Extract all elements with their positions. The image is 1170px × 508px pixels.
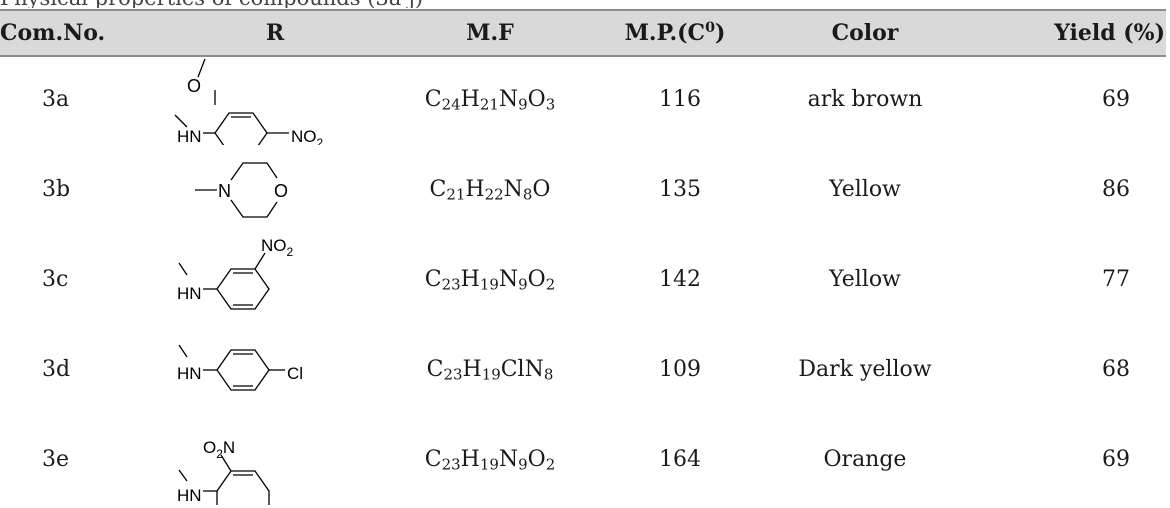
table-row: 3b N O C21H22N8O 135 Yellow 86 <box>0 145 1170 235</box>
compound-number: 3d <box>42 357 71 382</box>
molecular-formula: C21H22N8O <box>429 177 551 204</box>
table-caption: Physical properties of compounds (3a-j) <box>0 0 1170 8</box>
header-com-no: Com.No. <box>0 20 106 46</box>
color-value: Dark yellow <box>798 357 932 382</box>
header-yield: Yield (%) <box>1054 20 1165 46</box>
compound-number: 3a <box>42 87 70 112</box>
label-o2n: O2N <box>203 438 235 461</box>
molecular-formula: C23H19N9O2 <box>424 267 556 294</box>
melting-point: 135 <box>659 177 701 202</box>
structure-3b-drawing: N O <box>195 162 288 218</box>
structure-3a-drawing: O HN NO2 <box>174 58 324 145</box>
table-row: 3c HN NO2 C23H19N9O2 142 Yellow 77 <box>0 235 1170 325</box>
table-row: 3e HN O2N C23H19N9O2 164 Orange 69 <box>0 415 1170 505</box>
header-mp-sup: 0 <box>705 20 716 37</box>
label-o: O <box>274 181 288 201</box>
color-value: Orange <box>823 447 907 472</box>
label-no2: NO2 <box>291 127 324 145</box>
table-row: 3a O HN NO2 C24H21N9O3 116 ark brown 69 <box>0 55 1170 145</box>
yield-value: 68 <box>1102 357 1130 382</box>
melting-point: 109 <box>659 357 701 382</box>
molecular-formula: C23H19ClN8 <box>426 357 554 384</box>
molecular-formula: C24H21N9O3 <box>424 87 556 114</box>
molecular-formula: C23H19N9O2 <box>424 447 556 474</box>
compound-number: 3b <box>42 177 71 202</box>
header-mf: M.F <box>466 20 514 46</box>
header-mp-close: ) <box>715 20 726 46</box>
header-mp-text: M.P.(C <box>624 20 706 46</box>
header-r: R <box>265 20 285 46</box>
label-cl: Cl <box>287 364 303 383</box>
label-n: N <box>218 181 231 201</box>
label-no2: NO2 <box>261 236 294 259</box>
table-row: 3d HN Cl C23H19ClN8 109 Dark yellow 68 <box>0 325 1170 415</box>
label-hn: HN <box>177 284 202 303</box>
structure-3d-drawing: HN Cl <box>177 344 303 391</box>
compound-number: 3e <box>42 447 70 472</box>
color-value: Yellow <box>829 177 901 202</box>
yield-value: 69 <box>1102 447 1130 472</box>
label-o: O <box>187 76 201 96</box>
melting-point: 164 <box>659 447 701 472</box>
structure-3c-drawing: HN NO2 <box>177 236 294 310</box>
table-header: Com.No. R M.F M.P.(C0) Color Yield (%) <box>0 9 1166 57</box>
yield-value: 69 <box>1102 87 1130 112</box>
label-hn: HN <box>177 364 202 383</box>
yield-value: 86 <box>1102 177 1130 202</box>
melting-point: 116 <box>659 87 701 112</box>
label-hn: HN <box>177 486 202 505</box>
header-color: Color <box>831 20 899 46</box>
header-mp: M.P.(C0) <box>600 11 750 55</box>
structure-3e-drawing: HN O2N <box>177 438 270 505</box>
color-value: ark brown <box>807 87 923 112</box>
color-value: Yellow <box>829 267 901 292</box>
yield-value: 77 <box>1102 267 1130 292</box>
label-hn: HN <box>177 127 202 145</box>
melting-point: 142 <box>659 267 701 292</box>
compound-number: 3c <box>42 267 69 292</box>
